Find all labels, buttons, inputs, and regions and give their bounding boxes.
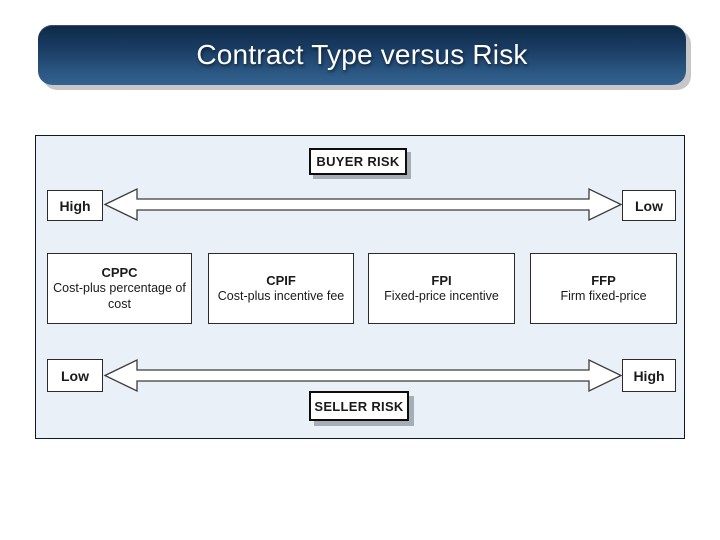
buyer-axis-low-label: Low bbox=[622, 190, 676, 221]
contract-description: Cost-plus incentive fee bbox=[217, 288, 345, 303]
buyer-risk-double-arrow-icon bbox=[103, 187, 623, 222]
seller-axis-high-label: High bbox=[622, 359, 676, 392]
contract-description: Fixed-price incentive bbox=[384, 288, 499, 303]
slide-title: Contract Type versus Risk bbox=[196, 39, 528, 70]
title-bar: Contract Type versus Risk bbox=[33, 18, 686, 85]
contract-box-fpi: FPI Fixed-price incentive bbox=[368, 253, 515, 324]
seller-axis-low-label: Low bbox=[47, 359, 103, 392]
buyer-risk-label: BUYER RISK bbox=[309, 148, 407, 175]
contract-box-cpif: CPIF Cost-plus incentive fee bbox=[208, 253, 354, 324]
contract-acronym: CPPC bbox=[101, 264, 138, 280]
contract-box-ffp: FFP Firm fixed-price bbox=[530, 253, 677, 324]
seller-risk-double-arrow-icon bbox=[103, 358, 623, 393]
contract-acronym: CPIF bbox=[266, 272, 296, 288]
contract-acronym: FPI bbox=[431, 272, 452, 288]
dashed-accent-line bbox=[33, 18, 101, 26]
contract-acronym: FFP bbox=[591, 272, 616, 288]
contract-box-cppc: CPPC Cost-plus percentage of cost bbox=[47, 253, 192, 324]
contract-description: Cost-plus percentage of cost bbox=[53, 280, 186, 311]
buyer-axis-high-label: High bbox=[47, 190, 103, 221]
contract-description: Firm fixed-price bbox=[560, 288, 647, 303]
seller-risk-label: SELLER RISK bbox=[309, 391, 409, 421]
